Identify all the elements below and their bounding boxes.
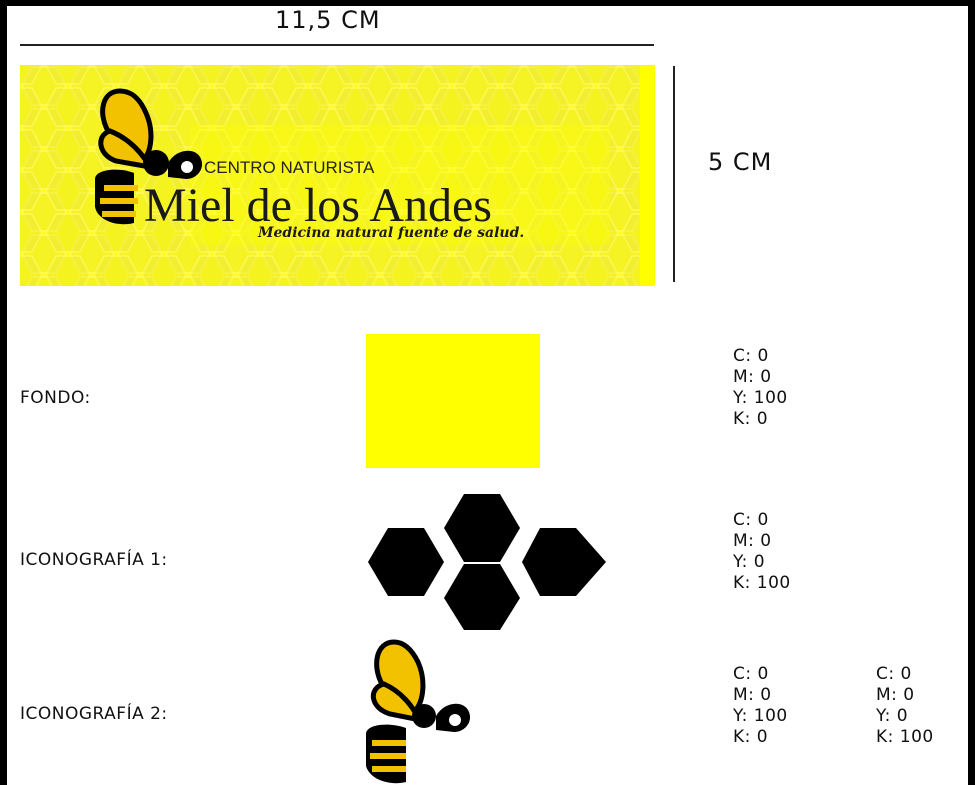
iconografia-2-cmyk-yellow: C: 0 M: 0 Y: 100 K: 0	[733, 664, 788, 748]
bee-logo-icon	[95, 88, 203, 225]
icon2a-cmyk-y: Y: 100	[733, 706, 788, 726]
icon2b-cmyk-y: Y: 0	[876, 706, 909, 726]
icon2b-cmyk-m: M: 0	[876, 685, 915, 705]
icon2a-cmyk-k: K: 0	[733, 727, 769, 747]
height-dimension-label: 5 CM	[708, 148, 773, 176]
frame-border-right	[968, 0, 975, 785]
fondo-cmyk-k: K: 0	[733, 409, 769, 429]
icon1-cmyk-y: Y: 0	[733, 552, 766, 572]
icon2a-cmyk-c: C: 0	[733, 664, 769, 684]
height-dimension-line	[673, 66, 675, 282]
bee-icon	[366, 639, 471, 784]
fondo-cmyk-c: C: 0	[733, 346, 769, 366]
logo-tagline: Medicina natural fuente de salud.	[258, 225, 525, 241]
fondo-cmyk-m: M: 0	[733, 367, 772, 387]
logo-name: Miel de los Andes	[144, 179, 492, 232]
iconografia-2-cmyk-black: C: 0 M: 0 Y: 0 K: 100	[876, 664, 934, 748]
frame-border-top	[0, 0, 975, 6]
honeycomb-icon	[368, 494, 606, 630]
logo-subtitle: CENTRO NATURISTA	[204, 158, 375, 177]
icon1-cmyk-m: M: 0	[733, 531, 772, 551]
fondo-cmyk: C: 0 M: 0 Y: 100 K: 0	[733, 346, 788, 430]
icon2a-cmyk-m: M: 0	[733, 685, 772, 705]
icon1-cmyk-k: K: 100	[733, 573, 791, 593]
frame-border-left	[0, 0, 7, 785]
icon2b-cmyk-c: C: 0	[876, 664, 912, 684]
width-dimension-label: 11,5 CM	[275, 6, 381, 34]
background-color-swatch	[366, 334, 540, 468]
icon2b-cmyk-k: K: 100	[876, 727, 934, 747]
iconografia-1-label: ICONOGRAFÍA 1:	[20, 550, 168, 570]
fondo-cmyk-y: Y: 100	[733, 388, 788, 408]
fondo-label: FONDO:	[20, 388, 91, 408]
width-dimension-line	[20, 44, 654, 46]
iconografia-1-cmyk: C: 0 M: 0 Y: 0 K: 100	[733, 510, 791, 594]
icon1-cmyk-c: C: 0	[733, 510, 769, 530]
iconografia-2-label: ICONOGRAFÍA 2:	[20, 704, 168, 724]
logo-banner: CENTRO NATURISTA Miel de los Andes Medic…	[20, 65, 655, 286]
